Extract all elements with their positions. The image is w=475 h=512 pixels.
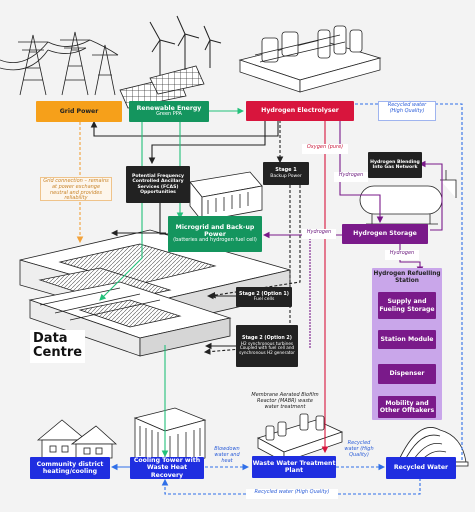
hydrogen-blending-box[interactable]: Hydrogen Blending Into Gas Network: [368, 152, 422, 178]
renewable-energy-title: Renewable Energy: [136, 105, 202, 113]
data-centre-line2: Centre: [33, 345, 83, 361]
recycled-water-mid-label: Recycled water (High Quality): [344, 440, 374, 458]
data-centre-label: Data Centre: [30, 330, 86, 363]
data-centre-illustration: [19, 229, 291, 357]
community-heating-box[interactable]: Community district heating/cooling: [30, 457, 110, 479]
supply-fueling-box[interactable]: Supply and Fueling Storage: [378, 292, 436, 319]
stage2-option1-box[interactable]: Stage 2 (Option 1) Fuel cells: [236, 287, 292, 307]
pylons-illustration: [0, 31, 119, 96]
hydrogen-label-2: Hydrogen: [302, 229, 336, 239]
grid-power-box[interactable]: Grid Power: [36, 101, 122, 122]
dispenser-box[interactable]: Dispenser: [378, 364, 436, 384]
data-centre-line1: Data: [33, 331, 68, 346]
dispenser-title: Dispenser: [389, 370, 425, 378]
station-module-title: Station Module: [380, 335, 434, 343]
hydrogen-label-1: Hydrogen: [334, 172, 368, 182]
wwtp-illustration: [256, 413, 344, 463]
renewable-energy-box[interactable]: Renewable Energy Green PPA: [129, 101, 209, 122]
blowdown-label: Blowdown water and heat: [214, 446, 240, 464]
oxygen-label: Oxygen (pure): [302, 144, 348, 154]
microgrid-title: Microgrid and Back-up Power: [175, 224, 255, 239]
fcas-box[interactable]: Potential Frequency Controlled Ancillary…: [126, 166, 190, 203]
recycled-water-top-label: Recycled water (High Quality): [378, 101, 436, 121]
stage2-option2-box[interactable]: Stage 2 (Option 2) H2 synchronous turbin…: [236, 325, 298, 367]
refuelling-station-title: Hydrogen Refuelling Station: [373, 271, 441, 284]
wwtp-box[interactable]: Waste Water Treatment Plant: [252, 456, 336, 478]
stage1-box[interactable]: Stage 1 Backup Power: [263, 162, 309, 185]
recycled-water-title: Recycled Water: [393, 464, 449, 472]
battery-bank-illustration: [189, 171, 263, 223]
hydrogen-storage-title: Hydrogen Storage: [353, 230, 417, 238]
community-heating-title: Community district heating/cooling: [36, 460, 104, 475]
house-illustration: [36, 419, 118, 459]
stage2-option1-subtitle: Fuel cells: [253, 297, 275, 303]
stage1-title: Stage 1: [275, 167, 297, 174]
grid-connection-note: Grid connection – remains at power excha…: [40, 177, 112, 201]
electrolyser-plant-illustration: [238, 25, 382, 93]
mobility-box[interactable]: Mobility and Other Offtakers: [378, 396, 436, 418]
stage2-option1-title: Stage 2 (Option 1): [239, 291, 289, 297]
mobility-title: Mobility and Other Offtakers: [379, 399, 435, 414]
grid-power-title: Grid Power: [59, 107, 99, 115]
hydrogen-label-3: Hydrogen: [385, 250, 419, 260]
microgrid-box[interactable]: Microgrid and Back-up Power (batteries a…: [168, 216, 262, 252]
stage2-option2-title: Stage 2 (Option 2): [242, 336, 292, 341]
hydrogen-electrolyser-title: Hydrogen Electrolyser: [261, 107, 339, 115]
fcas-title: Potential Frequency Controlled Ancillary…: [131, 173, 185, 195]
microgrid-subtitle: (batteries and hydrogen fuel cell): [173, 237, 257, 244]
hydrogen-blending-title: Hydrogen Blending Into Gas Network: [370, 159, 420, 170]
supply-fueling-title: Supply and Fueling Storage: [379, 298, 435, 313]
recycled-water-bottom-label: Recycled water (High Quality): [246, 489, 338, 499]
hydrogen-storage-box[interactable]: Hydrogen Storage: [342, 224, 428, 244]
recycled-water-box[interactable]: Recycled Water: [386, 457, 456, 479]
cooling-tower-box[interactable]: Cooling Tower with Waste Heat Recovery: [130, 457, 204, 479]
wwtp-title: Waste Water Treatment Plant: [252, 459, 336, 474]
stage1-subtitle: Backup Power: [270, 173, 302, 179]
station-module-box[interactable]: Station Module: [378, 330, 436, 349]
solar-and-wind-illustration: [119, 15, 222, 109]
hydrogen-electrolyser-box[interactable]: Hydrogen Electrolyser: [246, 101, 354, 121]
cooling-tower-title: Cooling Tower with Waste Heat Recovery: [133, 457, 201, 479]
connectors: [76, 100, 463, 495]
stage2-option2-subtitle: H2 synchronous turbines Coupled with fue…: [239, 340, 295, 356]
renewable-energy-subtitle: Green PPA: [156, 111, 182, 118]
mabr-note: Membrane Aerated Biofilm Reactor (MABR) …: [251, 392, 319, 410]
